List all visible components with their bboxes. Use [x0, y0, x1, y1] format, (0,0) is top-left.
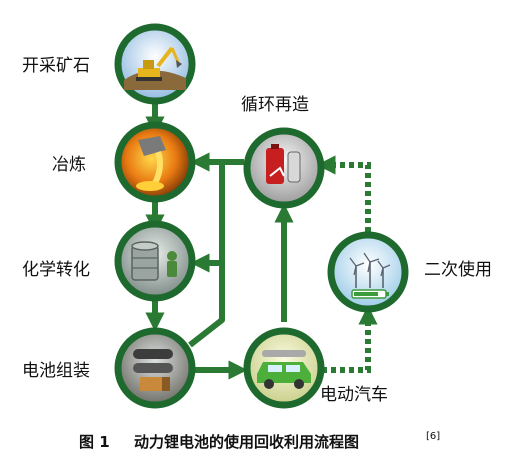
electric-vehicle-label: 电动汽车 — [320, 385, 388, 405]
node-battery-assembly — [114, 327, 196, 409]
node-recycling — [243, 127, 325, 209]
excavator-icon — [124, 46, 186, 90]
node-mining — [114, 23, 196, 105]
arrow-vehicle-to-second-use — [322, 305, 378, 373]
chemical-plant-icon — [131, 241, 177, 281]
mining-label: 开采矿石 — [22, 56, 90, 76]
node-second-use — [327, 231, 409, 313]
node-smelting — [114, 121, 196, 203]
battery-cells-icon — [133, 349, 173, 391]
arrow-assembly-to-recycle-trunk — [188, 162, 225, 348]
figure-title: 动力锂电池的使用回收利用流程图 — [134, 433, 359, 451]
arrow-second-use-to-recycling — [316, 155, 371, 232]
node-electric-vehicle — [243, 327, 325, 409]
figure-reference: [6] — [426, 431, 440, 442]
recycling-label: 循环再造 — [241, 95, 309, 115]
wind-turbine-battery-icon — [349, 252, 391, 299]
node-chemical-conversion — [114, 220, 196, 302]
smelting-label: 冶炼 — [52, 155, 86, 175]
chemical-conversion-label: 化学转化 — [22, 260, 90, 280]
figure-number: 图 1 — [79, 433, 110, 451]
electric-car-icon — [257, 350, 311, 389]
figure-caption: 图 1 动力锂电池的使用回收利用流程图 [6] — [79, 431, 440, 451]
battery-assembly-label: 电池组装 — [22, 361, 90, 381]
molten-metal-icon — [136, 136, 166, 191]
second-use-label: 二次使用 — [424, 259, 492, 280]
recycled-battery-icon — [266, 144, 301, 184]
